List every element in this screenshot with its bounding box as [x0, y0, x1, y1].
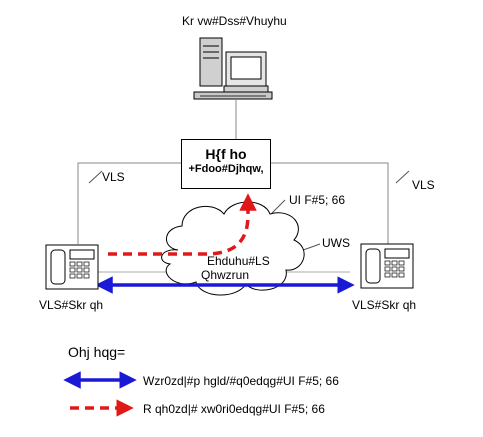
right-phone-label: VLS#Skr qh — [352, 298, 417, 312]
legend-title: Ohj hqg= — [68, 344, 126, 360]
cloud-line2: Qhwzrun — [201, 268, 250, 282]
server-computer-icon — [193, 37, 273, 100]
exchange-subtitle: +Fdoo#Djhqw, — [188, 163, 264, 175]
sip-link-right — [269, 162, 389, 244]
rtp-label: UWS — [322, 236, 350, 250]
sip-left-label: VLS — [102, 170, 125, 184]
exchange-title: H{f ho — [205, 146, 247, 162]
cloud-line1: Ehduhu#LS — [207, 254, 270, 268]
rfc-label: UI F#5; 66 — [289, 193, 346, 207]
sip-right-label: VLS — [412, 178, 435, 192]
left-phone-label: VLS#Skr qh — [39, 298, 104, 312]
legend-blue-text: Wzr0zd|#p hgld/#q0edqg#UI F#5; 66 — [143, 374, 339, 388]
right-sip-phone-icon — [360, 243, 414, 289]
host-label: Kr vw#Dss#Vhuyhu — [182, 14, 287, 28]
exchange-box: H{f ho +Fdoo#Djhqw, — [181, 139, 271, 189]
sip-link-left — [77, 162, 181, 244]
legend-red-text: R qh0zd|# xw0ri0edqg#UI F#5; 66 — [143, 402, 325, 416]
left-sip-phone-icon — [45, 244, 99, 290]
